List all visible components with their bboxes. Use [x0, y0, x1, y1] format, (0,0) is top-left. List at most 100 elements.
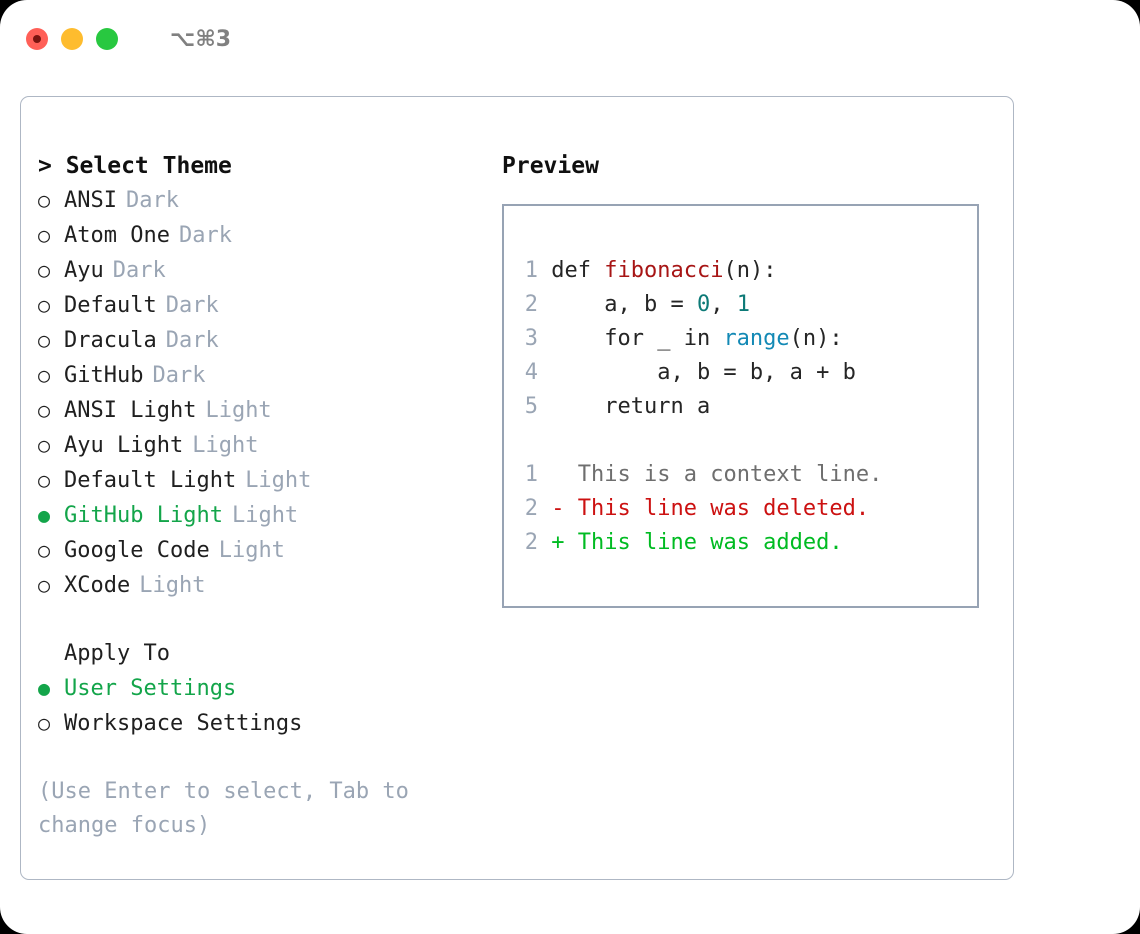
code-line: 3 for _ in range(n):	[524, 322, 969, 356]
theme-list-item[interactable]: ○ ANSI Dark	[38, 183, 488, 218]
radio-icon: ○	[38, 433, 51, 457]
theme-tag: Dark	[125, 188, 179, 213]
code-token: ,	[710, 292, 737, 317]
line-number: 5	[524, 394, 538, 419]
theme-label: Default	[64, 293, 157, 318]
theme-list-item[interactable]: ○ XCode Light	[38, 568, 488, 603]
theme-list-item[interactable]: ○ Default Dark	[38, 288, 488, 323]
theme-list-item[interactable]: ○ Google Code Light	[38, 533, 488, 568]
code-line: 1 def fibonacci(n):	[524, 254, 969, 288]
radio-icon: ○	[38, 258, 51, 282]
line-number: 1	[524, 258, 538, 283]
theme-label: Dracula	[64, 328, 157, 353]
code-token: (n):	[789, 326, 843, 351]
code-token: def	[551, 258, 605, 283]
diff-line-context: 1 This is a context line.	[524, 458, 969, 492]
code-text: return a	[551, 394, 711, 419]
line-number: 2	[524, 496, 538, 521]
diff-prefix: -	[551, 496, 578, 521]
preview-code-content: 1 def fibonacci(n): 2 a, b = 0, 1 3 for …	[524, 254, 969, 560]
diff-text: This line was added.	[577, 530, 843, 555]
theme-label: Ayu	[64, 258, 104, 283]
theme-label: GitHub	[64, 363, 144, 388]
theme-tag: Light	[245, 468, 312, 493]
preview-code-box: 1 def fibonacci(n): 2 a, b = 0, 1 3 for …	[502, 204, 979, 608]
theme-list-item[interactable]: ○ Default Light Light	[38, 463, 488, 498]
line-number: 4	[524, 360, 538, 385]
code-token: for _ in	[551, 326, 724, 351]
diff-separator	[524, 424, 969, 458]
theme-tag: Dark	[178, 223, 232, 248]
minimize-window-button[interactable]	[61, 28, 83, 50]
zoom-window-button[interactable]	[96, 28, 118, 50]
line-number: 3	[524, 326, 538, 351]
code-token-function: fibonacci	[604, 258, 724, 283]
title-bar: ⌥⌘3	[0, 0, 1140, 78]
theme-list-item[interactable]: ○ Atom One Dark	[38, 218, 488, 253]
select-theme-header: > Select Theme	[38, 153, 232, 179]
code-token-number: 1	[736, 292, 750, 317]
code-text: def fibonacci(n):	[551, 258, 776, 283]
close-icon	[33, 35, 41, 43]
apply-to-list: ● User Settings ○ Workspace Settings	[38, 671, 488, 741]
theme-label: Default Light	[64, 468, 237, 493]
theme-list-item[interactable]: ○ Ayu Dark	[38, 253, 488, 288]
code-line: 2 a, b = 0, 1	[524, 288, 969, 322]
close-window-button[interactable]	[26, 28, 48, 50]
theme-tag: Light	[139, 573, 206, 598]
list-spacer	[38, 603, 488, 637]
radio-icon: ○	[38, 573, 51, 597]
diff-text: This is a context line.	[577, 462, 883, 487]
apply-to-label: User Settings	[64, 676, 237, 701]
theme-label: ANSI	[64, 188, 117, 213]
theme-tag: Light	[192, 433, 259, 458]
line-number: 2	[524, 530, 538, 555]
theme-label: Ayu Light	[64, 433, 184, 458]
radio-icon: ○	[38, 538, 51, 562]
panel-columns: > Select Theme ○ ANSI Dark ○ Atom One Da…	[21, 97, 1013, 879]
theme-picker-column: > Select Theme ○ ANSI Dark ○ Atom One Da…	[38, 149, 488, 843]
keyboard-hint-text: (Use Enter to select, Tab to change focu…	[38, 779, 409, 838]
apply-to-item[interactable]: ○ Workspace Settings	[38, 706, 488, 741]
traffic-lights	[26, 28, 118, 50]
theme-list-item[interactable]: ○ GitHub Dark	[38, 358, 488, 393]
diff-text: This line was deleted.	[577, 496, 870, 521]
theme-list-item[interactable]: ○ ANSI Light Light	[38, 393, 488, 428]
code-line: 4 a, b = b, a + b	[524, 356, 969, 390]
apply-to-header: Apply To	[64, 641, 170, 666]
theme-label: GitHub Light	[64, 503, 223, 528]
theme-tag: Light	[231, 503, 299, 528]
diff-line-added: 2 + This line was added.	[524, 526, 969, 560]
theme-label: XCode	[64, 573, 131, 598]
code-token: (n):	[723, 258, 777, 283]
code-text: a, b = 0, 1	[551, 292, 750, 317]
apply-to-item-selected[interactable]: ● User Settings	[38, 671, 488, 706]
code-token-builtin: range	[723, 326, 790, 351]
radio-selected-icon: ●	[38, 676, 51, 700]
window-shortcut-label: ⌥⌘3	[170, 26, 232, 52]
diff-prefix: +	[551, 530, 578, 555]
radio-icon: ○	[38, 293, 51, 317]
radio-icon: ○	[38, 223, 51, 247]
main-panel: > Select Theme ○ ANSI Dark ○ Atom One Da…	[20, 96, 1014, 880]
preview-column: Preview 1 def fibonacci(n): 2 a, b = 0, …	[502, 149, 1002, 608]
theme-list-item[interactable]: ○ Ayu Light Light	[38, 428, 488, 463]
preview-header: Preview	[502, 153, 599, 179]
radio-icon: ○	[38, 468, 51, 492]
radio-icon: ○	[38, 398, 51, 422]
theme-tag: Dark	[152, 363, 206, 388]
code-text: for _ in range(n):	[551, 326, 842, 351]
code-text: a, b = b, a + b	[551, 360, 856, 385]
theme-tag: Dark	[165, 293, 219, 318]
diff-line-deleted: 2 - This line was deleted.	[524, 492, 969, 526]
code-token: a, b =	[551, 292, 697, 317]
apply-to-label: Workspace Settings	[64, 711, 303, 736]
radio-icon: ○	[38, 188, 51, 212]
theme-label: Google Code	[64, 538, 210, 563]
theme-list-item-selected[interactable]: ● GitHub Light Light	[38, 498, 488, 533]
theme-tag: Dark	[165, 328, 219, 353]
theme-tag: Light	[205, 398, 272, 423]
theme-list-item[interactable]: ○ Dracula Dark	[38, 323, 488, 358]
theme-label: Atom One	[64, 223, 170, 248]
